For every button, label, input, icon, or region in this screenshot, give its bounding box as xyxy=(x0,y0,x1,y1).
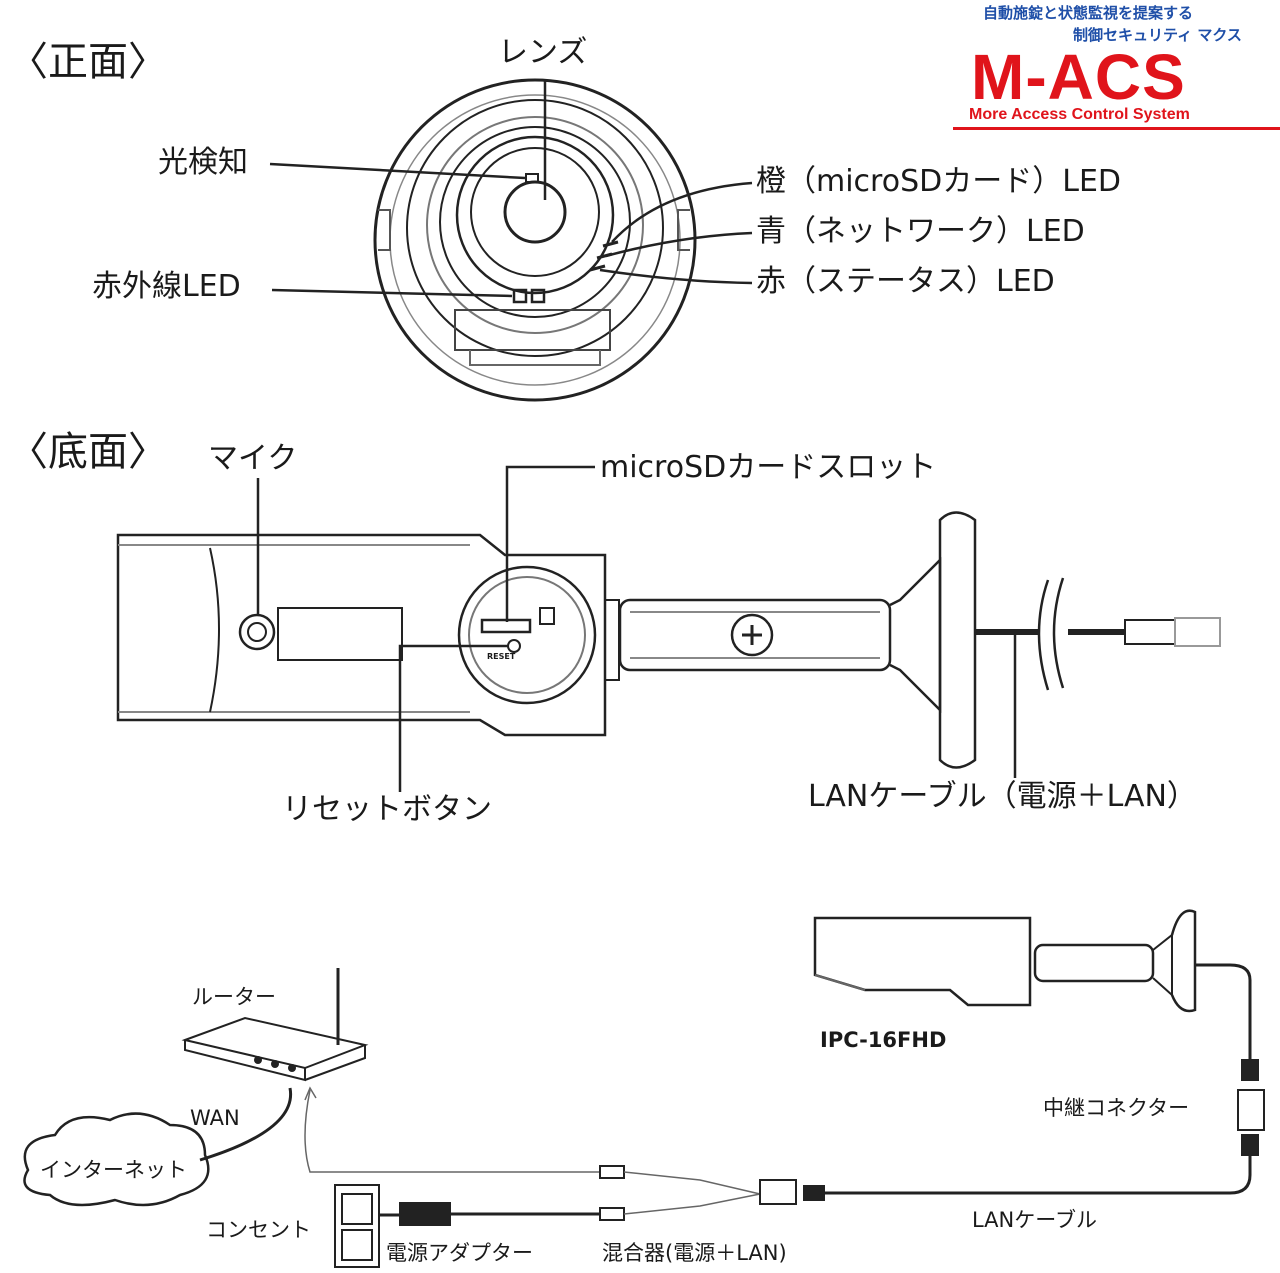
internet-cloud xyxy=(23,1112,210,1207)
logo-tagline-1: 自動施錠と状態監視を提案する xyxy=(983,4,1194,22)
infrared-led-label: 赤外線LED xyxy=(92,269,241,304)
mic-label: マイク xyxy=(208,441,298,476)
bottom-view-camera xyxy=(116,511,977,769)
red-led xyxy=(589,264,606,272)
logo-name: M-ACS xyxy=(971,41,1186,113)
front-view-camera xyxy=(373,78,697,402)
infrared-led-1 xyxy=(512,288,528,304)
m-acs-logo: 自動施錠と状態監視を提案する 制御セキュリティ マクス M-ACS More A… xyxy=(953,0,1280,132)
reset-button xyxy=(507,639,521,653)
power-adapter-label: 電源アダプター xyxy=(386,1241,533,1265)
sd-cover xyxy=(457,565,597,705)
relay-connector-label: 中継コネクター xyxy=(1043,1096,1190,1120)
camera-model-label: IPC-16FHD xyxy=(820,1028,947,1052)
bottom-view-heading: 〈底面〉 xyxy=(8,429,168,475)
bottom-leader-lines xyxy=(256,465,1017,792)
wall-outlet xyxy=(334,1184,380,1268)
lan-cable-label: LANケーブル xyxy=(972,1208,1097,1232)
router-label: ルーター xyxy=(192,985,276,1009)
logo-underline xyxy=(953,127,1280,130)
wan-label: WAN xyxy=(190,1106,240,1130)
mic-port xyxy=(238,613,276,651)
lan-cable-power-label: LANケーブル（電源＋LAN） xyxy=(808,779,1197,814)
internet-label: インターネット xyxy=(40,1158,187,1182)
reset-stamp: RESET xyxy=(487,652,516,661)
lens-label: レンズ xyxy=(498,35,588,70)
red-led-label: 赤（ステータス）LED xyxy=(756,264,1055,299)
outlet-label: コンセント xyxy=(206,1218,311,1242)
orange-led-label: 橙（microSDカード）LED xyxy=(756,164,1121,199)
bottom-lan-cable xyxy=(975,577,1221,691)
light-sensor-label: 光検知 xyxy=(158,145,248,180)
camera-side-view xyxy=(813,909,1197,1013)
logo-full-name: More Access Control System xyxy=(969,106,1190,123)
blue-led-label: 青（ネットワーク）LED xyxy=(756,214,1085,249)
front-leader-lines xyxy=(269,80,753,298)
sd-slot-label: microSDカードスロット xyxy=(600,450,937,485)
light-sensor xyxy=(525,173,539,183)
infrared-led-2 xyxy=(530,288,546,304)
front-view-heading: 〈正面〉 xyxy=(8,39,168,85)
orange-led xyxy=(602,240,619,248)
reset-button-label: リセットボタン xyxy=(282,792,492,827)
mixer-label: 混合器(電源＋LAN) xyxy=(602,1241,787,1265)
connection-cables xyxy=(199,963,1265,1226)
logo-tagline-2: 制御セキュリティ マクス xyxy=(1073,26,1242,44)
router xyxy=(181,968,369,1082)
